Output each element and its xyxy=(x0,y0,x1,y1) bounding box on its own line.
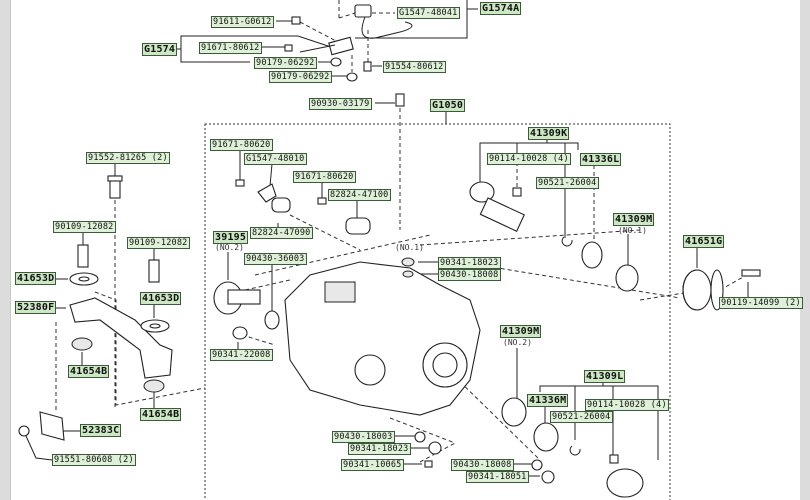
part-label-41309l[interactable]: 41309L xyxy=(584,370,626,383)
part-label-41309m-no2[interactable]: 41309M xyxy=(500,325,542,338)
part-label-90341-18051[interactable]: 90341-18051 xyxy=(466,471,529,483)
page-edge-right xyxy=(800,0,810,500)
part-label-90109-12082-a[interactable]: 90109-12082 xyxy=(53,221,116,233)
part-label-41653d-a[interactable]: 41653D xyxy=(15,272,57,285)
part-label-g1547-48010[interactable]: G1547-48010 xyxy=(244,153,307,165)
part-label-91554-80612[interactable]: 91554-80612 xyxy=(383,61,446,73)
part-label-g1547-48041[interactable]: G1547-48041 xyxy=(397,7,460,19)
part-label-90430-18003[interactable]: 90430-18003 xyxy=(332,431,395,443)
part-label-90930-03179[interactable]: 90930-03179 xyxy=(309,98,372,110)
part-label-41309m-no1[interactable]: 41309M xyxy=(613,213,655,226)
part-label-91671-80620-a[interactable]: 91671-80620 xyxy=(210,139,273,151)
part-note-no2: (NO.2) xyxy=(215,243,244,252)
part-label-39195[interactable]: 39195 xyxy=(213,231,249,244)
part-label-41653d-b[interactable]: 41653D xyxy=(140,292,182,305)
part-label-91551-80608[interactable]: 91551-80608 (2) xyxy=(52,454,136,466)
part-label-g1574a[interactable]: G1574A xyxy=(480,2,522,15)
part-label-90430-36003[interactable]: 90430-36003 xyxy=(244,253,307,265)
part-label-41654b-b[interactable]: 41654B xyxy=(140,408,182,421)
part-label-90521-26004-top[interactable]: 90521-26004 xyxy=(536,177,599,189)
part-label-90179-06292-a[interactable]: 90179-06292 xyxy=(254,57,317,69)
part-note-41309m-no2: (NO.2) xyxy=(503,338,532,347)
part-label-90119-14099[interactable]: 90119-14099 (2) xyxy=(719,297,803,309)
part-label-90109-12082-b[interactable]: 90109-12082 xyxy=(127,237,190,249)
part-label-91671-80620-b[interactable]: 91671-80620 xyxy=(293,171,356,183)
part-label-82824-47100[interactable]: 82824-47100 xyxy=(328,189,391,201)
part-label-90430-18008-bottom[interactable]: 90430-18008 xyxy=(451,459,514,471)
part-label-90341-22008[interactable]: 90341-22008 xyxy=(210,349,273,361)
part-label-90341-18023-top[interactable]: 90341-18023 xyxy=(438,257,501,269)
part-label-91671-80612[interactable]: 91671-80612 xyxy=(199,42,262,54)
leader-lines xyxy=(25,0,749,500)
part-note-41309m-no1: (NO.1) xyxy=(618,226,647,235)
part-label-41654b-a[interactable]: 41654B xyxy=(68,365,110,378)
part-label-41651g[interactable]: 41651G xyxy=(683,235,725,248)
part-label-90114-10028-top[interactable]: 90114-10028 (4) xyxy=(487,153,571,165)
part-label-90521-26004-bottom[interactable]: 90521-26004 xyxy=(550,411,613,423)
part-label-41336l[interactable]: 41336L xyxy=(580,153,622,166)
part-label-g1050[interactable]: G1050 xyxy=(430,99,466,112)
part-label-52380f[interactable]: 52380F xyxy=(15,301,57,314)
part-label-90430-18008-top[interactable]: 90430-18008 xyxy=(438,269,501,281)
part-label-90179-06292-b[interactable]: 90179-06292 xyxy=(269,71,332,83)
part-label-g1574[interactable]: G1574 xyxy=(142,43,178,56)
part-label-90114-10028-bottom[interactable]: 90114-10028 (4) xyxy=(585,399,669,411)
part-label-91611-g0612[interactable]: 91611-G0612 xyxy=(211,16,274,28)
part-label-41336m[interactable]: 41336M xyxy=(527,394,569,407)
part-label-41309k[interactable]: 41309K xyxy=(528,127,570,140)
part-shapes xyxy=(18,4,761,498)
part-label-90341-10065[interactable]: 90341-10065 xyxy=(341,459,404,471)
part-label-52383c[interactable]: 52383C xyxy=(80,424,122,437)
part-label-82824-47090[interactable]: 82824-47090 xyxy=(250,227,313,239)
part-note-no1: (NO.1) xyxy=(395,243,424,252)
page-edge-left xyxy=(0,0,11,500)
part-label-90341-18023-bottom[interactable]: 90341-18023 xyxy=(348,443,411,455)
part-label-91552-81265[interactable]: 91552-81265 (2) xyxy=(86,152,170,164)
